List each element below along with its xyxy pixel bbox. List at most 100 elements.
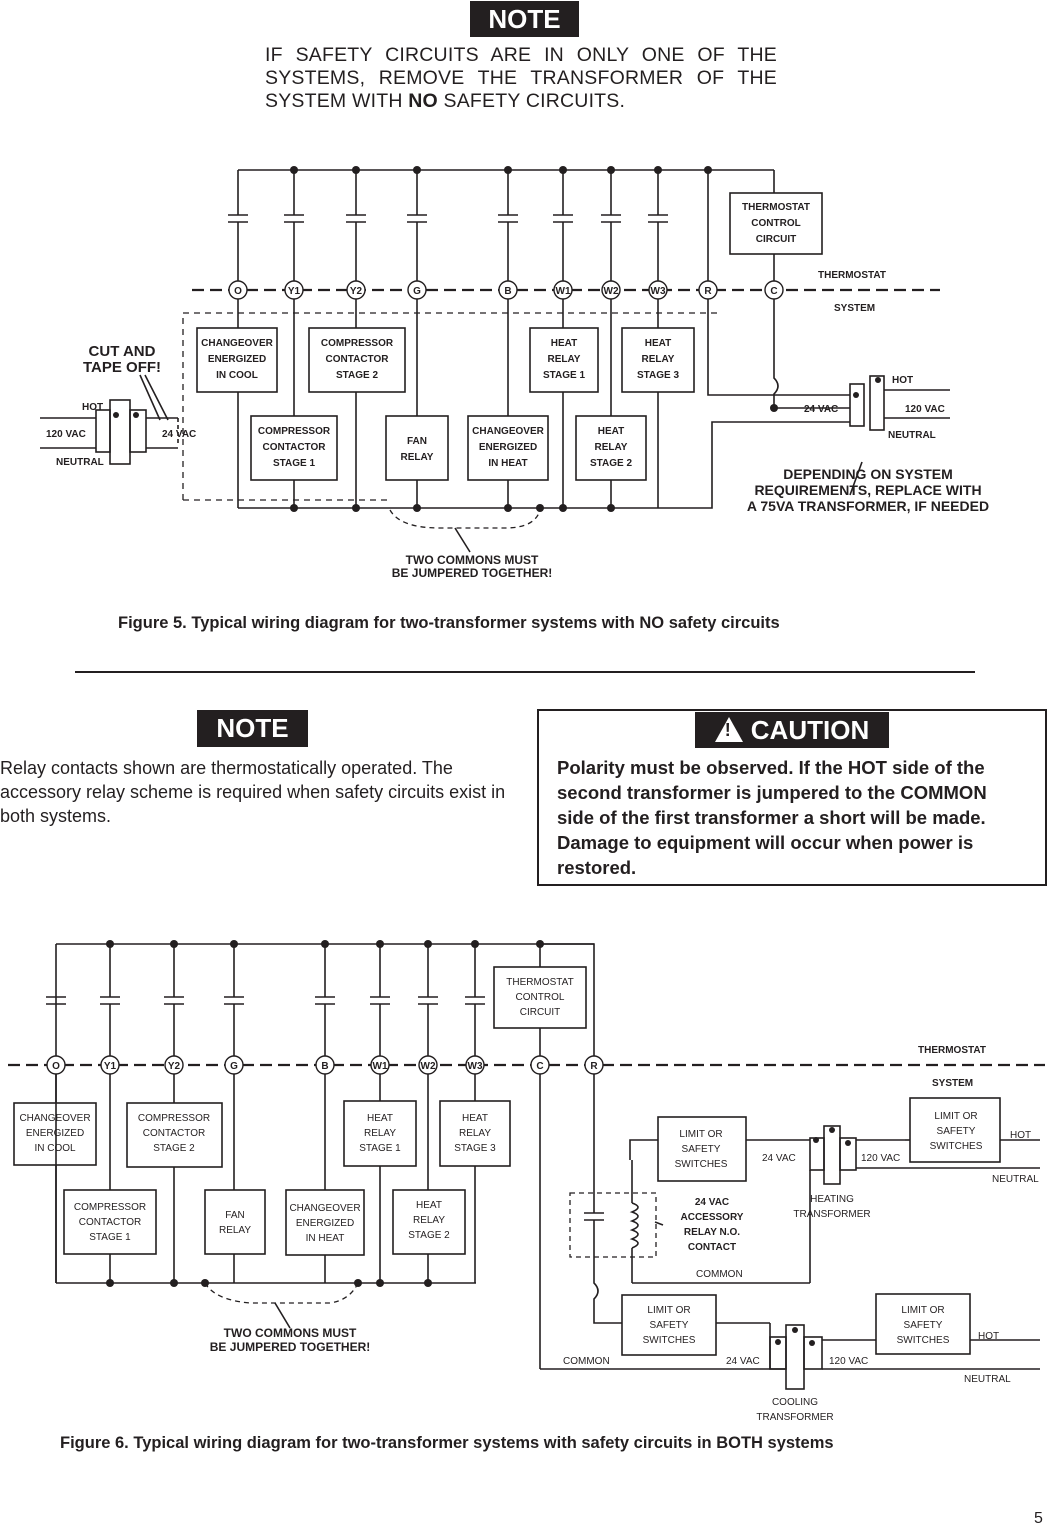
fig5-box-label: ENERGIZED (479, 442, 537, 453)
figure-5-diagram: O Y1 Y2 G B W1 W2 W3 R C THERMOSTAT CONT… (40, 166, 989, 580)
fig6-heat-neutral: NEUTRAL (992, 1174, 1039, 1185)
fig5-box-label: ENERGIZED (208, 354, 266, 365)
fig6-box-label: RELAY (459, 1128, 491, 1139)
fig5-box-label: CHANGEOVER (201, 338, 273, 349)
fig5-control-label: CONTROL (751, 218, 800, 229)
fig5-terminal: R (704, 286, 712, 297)
fig6-limit-heat: SWITCHES (675, 1159, 728, 1170)
fig6-limit-cool-right: SAFETY (904, 1320, 943, 1331)
fig6-terminal: G (230, 1061, 238, 1072)
fig6-heating-transformer: TRANSFORMER (793, 1209, 870, 1220)
fig5-right-neutral: NEUTRAL (888, 430, 936, 441)
fig6-heat-120vac: 120 VAC (861, 1153, 900, 1164)
fig6-common-heat: COMMON (696, 1269, 743, 1280)
note-badge-mid: NOTE (197, 710, 308, 747)
fig5-box-label: STAGE 3 (637, 370, 679, 381)
fig5-box-label: COMPRESSOR (258, 426, 331, 437)
fig6-box-label: IN COOL (34, 1143, 76, 1154)
fig6-terminal: O (52, 1061, 60, 1072)
fig6-box-label: RELAY (364, 1128, 396, 1139)
fig6-limit-heat: LIMIT OR (679, 1129, 722, 1140)
fig6-accessory-relay: 24 VAC (695, 1197, 729, 1208)
fig6-box-label: FAN (225, 1210, 244, 1221)
fig6-limit-cool-right: LIMIT OR (901, 1305, 944, 1316)
fig6-terminal: R (590, 1061, 598, 1072)
fig5-depending: REQUIREMENTS, REPLACE WITH (754, 482, 981, 498)
fig6-box-label: STAGE 1 (89, 1232, 131, 1243)
fig6-commons: BE JUMPERED TOGETHER! (210, 1340, 370, 1354)
fig5-depending: A 75VA TRANSFORMER, IF NEEDED (747, 498, 989, 514)
fig5-box-label: RELAY (401, 452, 434, 463)
fig6-box-label: CONTACTOR (79, 1217, 141, 1228)
fig5-terminal: O (234, 286, 242, 297)
fig6-box-label: RELAY (413, 1215, 445, 1226)
fig5-terminal: C (770, 286, 777, 297)
fig5-terminal: W3 (651, 286, 666, 297)
fig6-box-label: COMPRESSOR (138, 1113, 210, 1124)
fig5-box-label: STAGE 1 (273, 458, 315, 469)
fig6-terminal: B (321, 1061, 328, 1072)
fig6-thermostat-label: THERMOSTAT (918, 1045, 986, 1056)
fig5-box-label: HEAT (551, 338, 577, 349)
fig5-depending: DEPENDING ON SYSTEM (783, 466, 953, 482)
caution-label: CAUTION (750, 715, 870, 745)
fig6-box-label: STAGE 3 (454, 1143, 496, 1154)
warning-icon: ! (714, 717, 743, 742)
fig5-left-24vac: 24 VAC (162, 429, 196, 440)
fig5-cut-tape: CUT AND (89, 343, 156, 360)
top-note-text-start: IF SAFETY CIRCUITS ARE IN ONLY ONE OF TH… (265, 44, 777, 112)
fig6-terminal: W2 (421, 1061, 436, 1072)
fig6-limit-heat-right: LIMIT OR (934, 1111, 977, 1122)
fig5-box-label: RELAY (548, 354, 581, 365)
section-divider (75, 671, 975, 673)
fig6-accessory-relay: CONTACT (688, 1242, 736, 1253)
fig5-box-label: COMPRESSOR (321, 338, 394, 349)
fig5-box-label: STAGE 2 (336, 370, 378, 381)
note-badge-top: NOTE (470, 1, 579, 37)
fig5-terminal: W1 (556, 286, 571, 297)
fig5-cut-tape: TAPE OFF! (83, 359, 161, 376)
fig6-box-label: STAGE 1 (359, 1143, 401, 1154)
fig6-commons: TWO COMMONS MUST (224, 1326, 357, 1340)
fig5-box-label: CONTACTOR (326, 354, 390, 365)
fig6-heating-transformer: HEATING (810, 1194, 854, 1205)
fig6-terminal: Y2 (168, 1061, 181, 1072)
fig5-terminal: G (413, 286, 421, 297)
fig6-limit-heat: SAFETY (682, 1144, 721, 1155)
figure-5-caption: Figure 5. Typical wiring diagram for two… (118, 614, 780, 632)
fig6-box-label: CHANGEOVER (289, 1203, 360, 1214)
fig6-cool-neutral: NEUTRAL (964, 1374, 1011, 1385)
caution-text: Polarity must be observed. If the HOT si… (557, 757, 987, 878)
fig6-box-label: CHANGEOVER (19, 1113, 90, 1124)
fig6-terminal: W3 (468, 1061, 483, 1072)
caution-box: ! CAUTION Polarity must be observed. If … (537, 709, 1047, 886)
fig6-box-label: ENERGIZED (26, 1128, 84, 1139)
fig6-limit-cool: SWITCHES (643, 1335, 696, 1346)
fig6-box-label: ENERGIZED (296, 1218, 354, 1229)
top-note-text-end: SAFETY CIRCUITS. (437, 90, 626, 112)
fig6-terminal: C (536, 1061, 543, 1072)
fig6-limit-heat-right: SAFETY (937, 1126, 976, 1137)
caution-badge: ! CAUTION (695, 712, 889, 748)
fig6-accessory-relay: ACCESSORY (681, 1212, 744, 1223)
fig5-left-hot: HOT (82, 402, 103, 413)
fig6-box-label: HEAT (462, 1113, 488, 1124)
fig6-cool-hot: HOT (978, 1331, 999, 1342)
fig5-left-120vac: 120 VAC (46, 429, 86, 440)
fig6-box-label: HEAT (416, 1200, 442, 1211)
fig6-limit-cool: SAFETY (650, 1320, 689, 1331)
fig6-accessory-relay: RELAY N.O. (684, 1227, 740, 1238)
fig6-control-label: CONTROL (516, 992, 565, 1003)
fig5-control-label: CIRCUIT (756, 234, 797, 245)
fig5-box-label: STAGE 1 (543, 370, 585, 381)
fig5-box-label: RELAY (595, 442, 628, 453)
fig6-cooling-transformer: COOLING (772, 1397, 818, 1408)
fig6-control-label: CIRCUIT (520, 1007, 561, 1018)
fig5-thermostat-label: THERMOSTAT (818, 270, 886, 281)
top-note-text: IF SAFETY CIRCUITS ARE IN ONLY ONE OF TH… (265, 44, 777, 113)
fig6-limit-cool-right: SWITCHES (897, 1335, 950, 1346)
fig6-cool-120vac: 120 VAC (829, 1356, 868, 1367)
fig5-box-label: RELAY (642, 354, 675, 365)
fig6-terminal: Y1 (104, 1061, 117, 1072)
fig5-commons: BE JUMPERED TOGETHER! (392, 566, 552, 580)
